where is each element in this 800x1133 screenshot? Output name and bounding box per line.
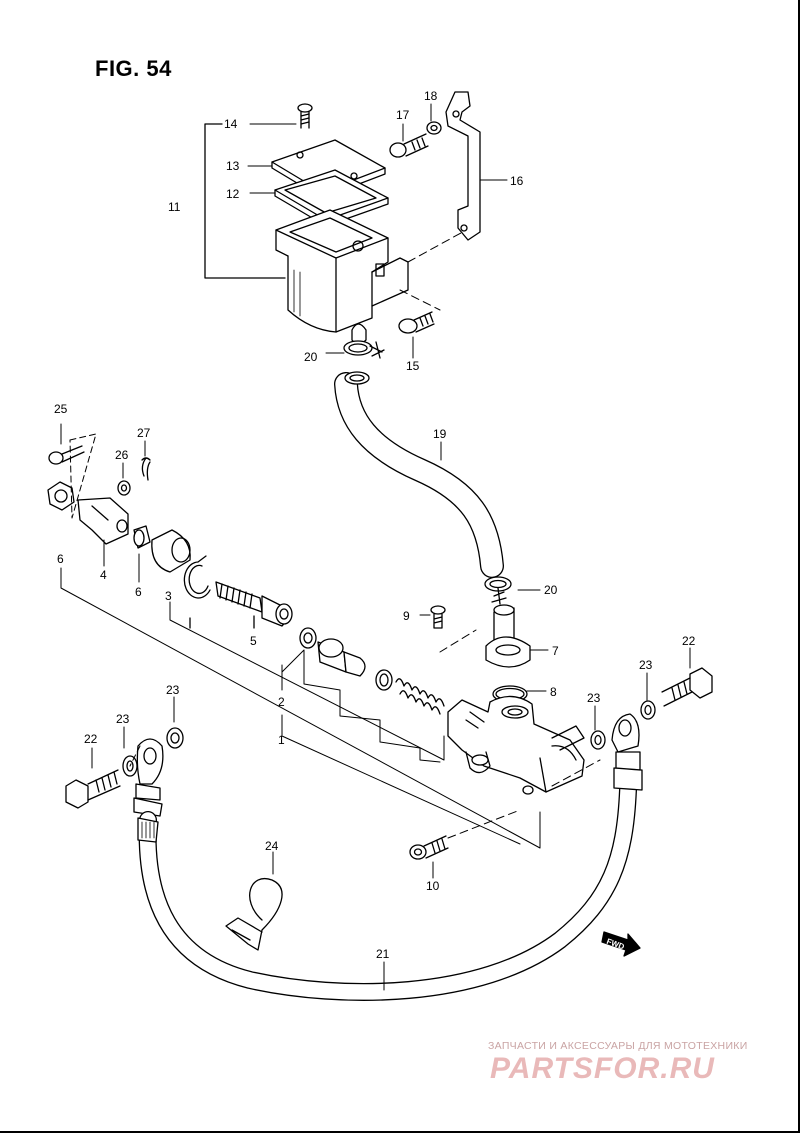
callout-8: 8 xyxy=(550,685,557,699)
callout-23-b: 23 xyxy=(166,683,180,697)
reservoir-body xyxy=(275,209,409,333)
callout-18: 18 xyxy=(424,89,438,103)
figure-title: FIG. 54 xyxy=(95,56,172,81)
callout-20-upper: 20 xyxy=(304,350,318,364)
callout-12: 12 xyxy=(226,187,240,201)
hose-clip-24 xyxy=(225,877,283,951)
hose-clamp-20-upper xyxy=(343,323,385,359)
bracket-16 xyxy=(445,91,481,241)
washer-23-d xyxy=(640,700,656,720)
screw-14 xyxy=(297,103,313,129)
banjo-bolt-22-left xyxy=(65,769,121,809)
circlip xyxy=(183,555,211,599)
locknut-6 xyxy=(133,525,151,549)
washer-ring xyxy=(299,627,317,649)
callout-5: 5 xyxy=(250,634,257,648)
callout-27: 27 xyxy=(137,426,151,440)
washer-26 xyxy=(117,480,131,496)
banjo-left xyxy=(133,738,164,817)
callout-11: 11 xyxy=(168,200,181,214)
callout-26: 26 xyxy=(115,448,129,462)
piston xyxy=(317,638,366,677)
cup-seal xyxy=(375,669,393,691)
callout-2: 2 xyxy=(278,695,285,709)
callout-13: 13 xyxy=(226,159,240,173)
bolt-15 xyxy=(398,311,435,334)
washer-23-b xyxy=(166,727,184,749)
callout-23-d: 23 xyxy=(639,658,653,672)
callout-20-lower: 20 xyxy=(544,583,558,597)
callout-21: 21 xyxy=(376,947,390,961)
watermark-tagline: ЗАПЧАСТИ И АКСЕССУАРЫ ДЛЯ МОТОТЕХНИКИ xyxy=(488,1040,748,1052)
callout-25: 25 xyxy=(54,402,68,416)
callout-19: 19 xyxy=(433,427,447,441)
master-cylinder-body xyxy=(447,695,585,795)
watermark-logo[interactable]: PARTSFOR.RU xyxy=(490,1052,715,1085)
callout-22-left: 22 xyxy=(84,732,98,746)
callout-17: 17 xyxy=(396,108,410,122)
callout-7: 7 xyxy=(552,644,559,658)
callout-4: 4 xyxy=(100,568,107,582)
banjo-right xyxy=(611,713,643,791)
callout-16: 16 xyxy=(510,174,524,188)
return-spring xyxy=(395,678,445,715)
bottom-border xyxy=(0,1131,800,1133)
hose-connector-7 xyxy=(485,604,531,668)
reservoir-hose-19 xyxy=(334,371,504,578)
callout-1: 1 xyxy=(278,733,285,747)
pushrod-5 xyxy=(215,581,293,627)
hose-clamp-20-lower xyxy=(484,576,512,605)
callout-22-right: 22 xyxy=(682,634,696,648)
washer-18 xyxy=(426,121,442,135)
banjo-bolt-22-right xyxy=(661,667,713,707)
bolt-10 xyxy=(409,835,449,860)
callout-6: 6 xyxy=(135,585,142,599)
boot-3 xyxy=(151,529,191,573)
pin-25 xyxy=(48,445,85,465)
right-border xyxy=(798,0,800,1133)
callout-23-a: 23 xyxy=(116,712,130,726)
callout-10: 10 xyxy=(426,879,440,893)
clevis-4 xyxy=(77,497,129,545)
cotter-pin-27 xyxy=(141,457,151,481)
fwd-arrow-icon xyxy=(601,931,641,957)
callout-9: 9 xyxy=(403,609,410,623)
callout-labels: 14 13 12 11 17 18 16 20 15 25 27 26 19 6… xyxy=(54,89,696,961)
callout-24: 24 xyxy=(265,839,279,853)
callout-23-c: 23 xyxy=(587,691,601,705)
locknut-6-left xyxy=(47,481,75,511)
screw-9 xyxy=(430,605,446,629)
reservoir-bracket-11 xyxy=(204,123,286,279)
bolt-17 xyxy=(389,133,429,158)
callout-6-left: 6 xyxy=(57,552,64,566)
callout-15: 15 xyxy=(406,359,420,373)
brake-hose-21 xyxy=(137,781,637,1001)
callout-14: 14 xyxy=(224,117,238,131)
callout-3: 3 xyxy=(165,589,172,603)
washer-23-c xyxy=(590,730,606,750)
